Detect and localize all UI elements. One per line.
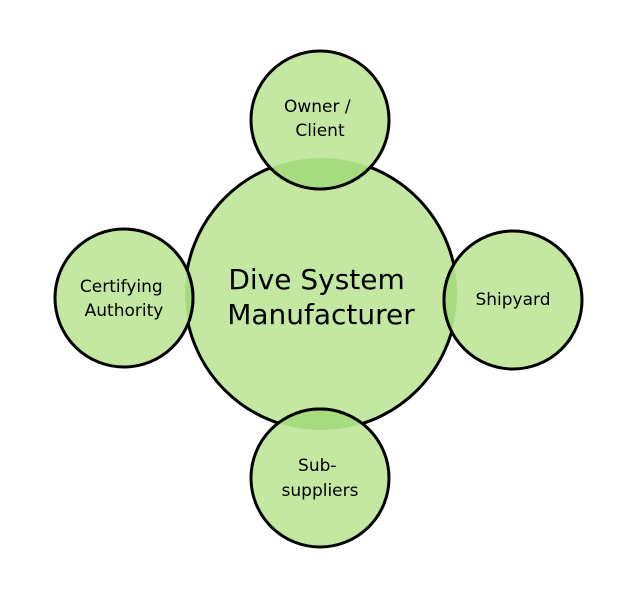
center-node-label-line2: Manufacturer	[227, 298, 415, 331]
right-node-label: Shipyard	[475, 290, 550, 310]
left-node-label-line2: Authority	[85, 301, 164, 321]
right-node-label-line1: Shipyard	[475, 290, 550, 310]
top-node-label-line1: Owner /	[284, 97, 351, 117]
top-overlap-region	[249, 158, 391, 191]
left-overlap-region	[185, 227, 195, 369]
right-overlap-region	[442, 229, 457, 371]
left-node-label-line1: Certifying	[80, 277, 163, 297]
bottom-overlap-region	[249, 407, 391, 430]
top-node-label: Owner / Client	[284, 97, 356, 141]
left-node-circle	[53, 227, 195, 369]
left-node-label: Certifying Authority	[80, 277, 168, 321]
bottom-node-label-line2: suppliers	[282, 481, 359, 501]
top-node-label-line2: Client	[295, 121, 345, 141]
center-node-label: Dive System Manufacturer	[227, 263, 415, 331]
center-node-label-line1: Dive System	[228, 263, 404, 296]
bottom-node-label: Sub- suppliers	[282, 456, 359, 501]
bottom-node-label-line1: Sub-	[298, 456, 337, 476]
